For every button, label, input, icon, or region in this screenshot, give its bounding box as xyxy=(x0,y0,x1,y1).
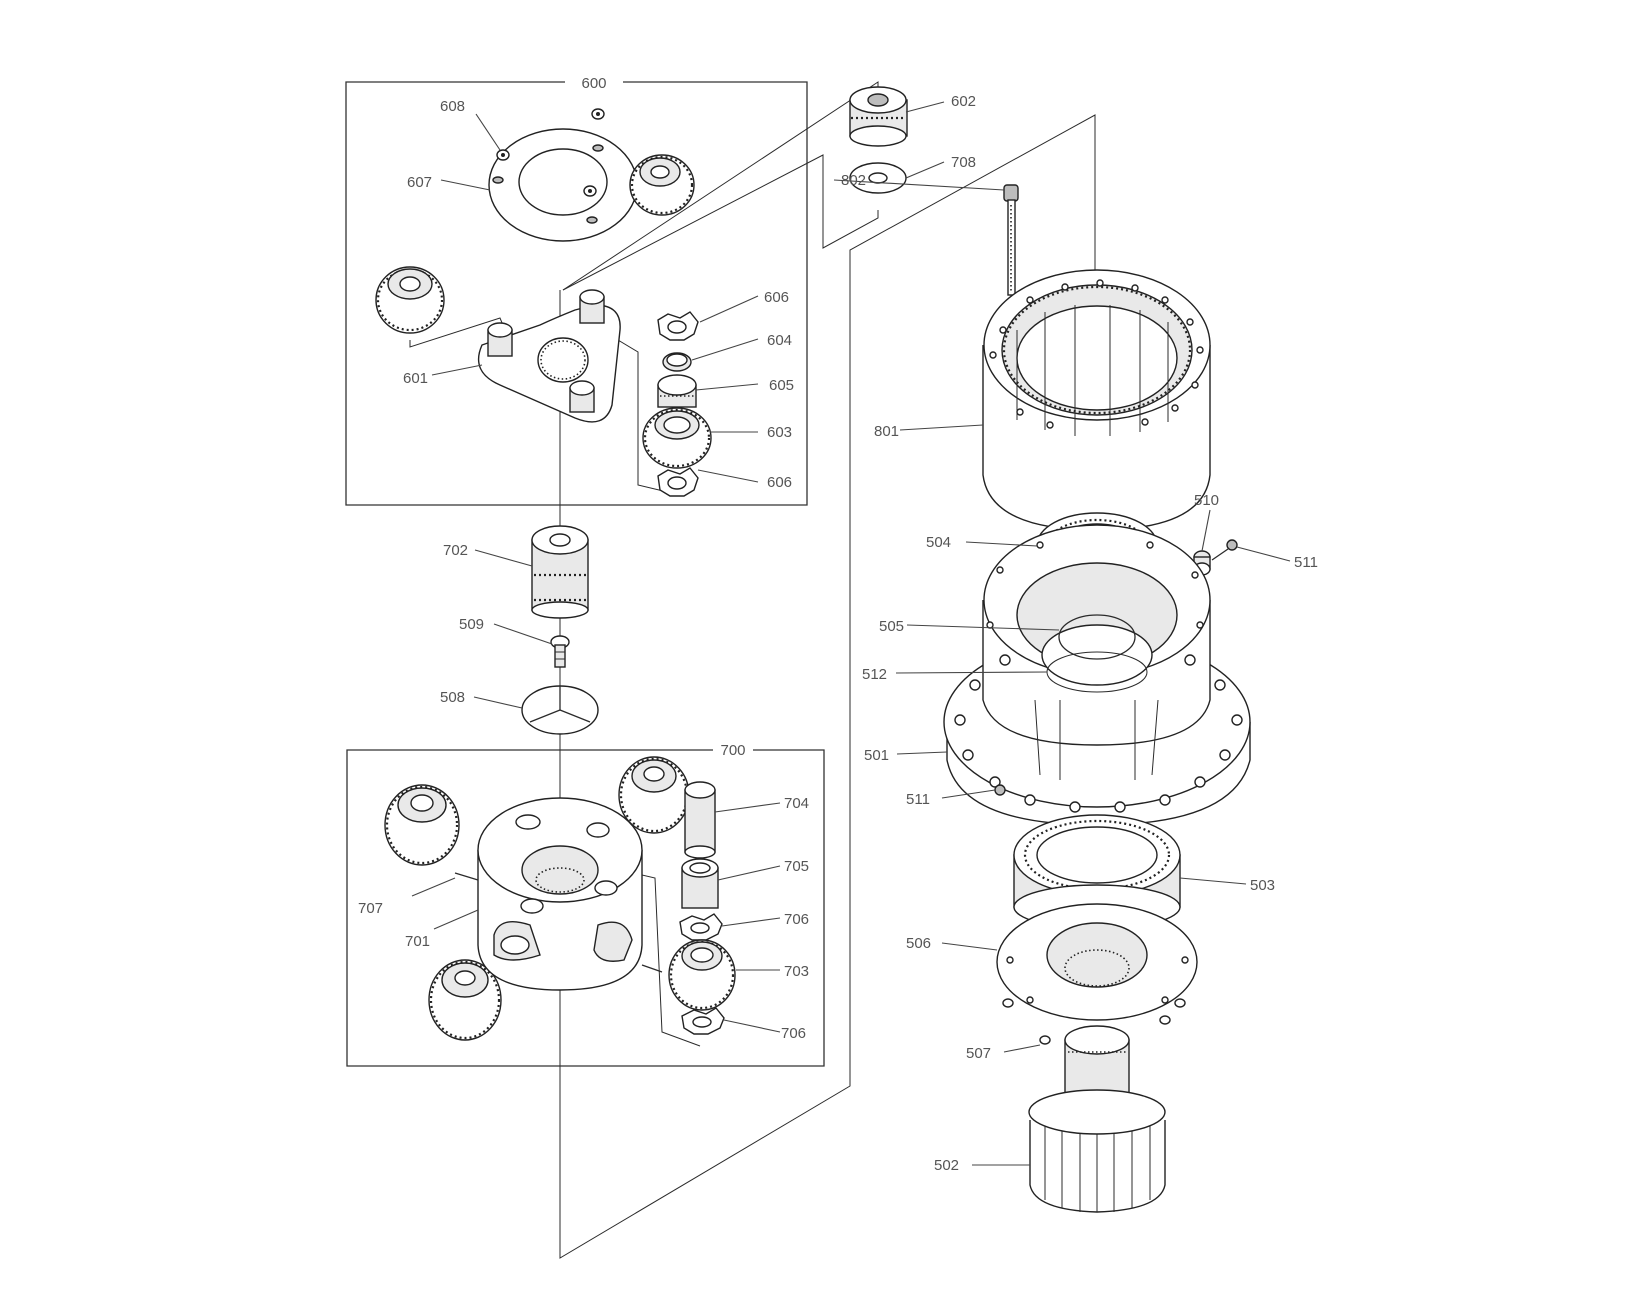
part-604-ring xyxy=(662,352,692,372)
part-gear-700-bottom xyxy=(428,959,502,1041)
label-505: 505 xyxy=(879,618,904,635)
part-602-sun-gear xyxy=(849,86,908,147)
part-801-ring-gear-housing xyxy=(982,269,1211,531)
part-506-cover-plate xyxy=(996,903,1198,1021)
part-507-screws xyxy=(1002,998,1186,1045)
part-603-planet-gear xyxy=(642,407,712,469)
part-702-sun-gear xyxy=(531,525,589,619)
part-gear-top-planet xyxy=(629,154,695,216)
part-508-thrust-plate xyxy=(521,685,599,735)
part-605-needle-bearing xyxy=(657,374,697,408)
label-702: 702 xyxy=(443,542,468,559)
label-511-side: 511 xyxy=(906,791,930,808)
part-502-pinion-shaft xyxy=(1028,1025,1166,1213)
label-509: 509 xyxy=(459,616,484,633)
label-802: 802 xyxy=(841,172,866,189)
label-606-lower: 606 xyxy=(767,474,792,491)
part-706-upper-washer xyxy=(679,913,723,941)
part-gear-left-planet xyxy=(375,266,445,334)
label-708: 708 xyxy=(951,154,976,171)
label-801: 801 xyxy=(874,423,899,440)
part-708-washer xyxy=(849,162,907,194)
label-703: 703 xyxy=(784,963,809,980)
label-511-top: 511 xyxy=(1294,554,1318,571)
part-511-fitting-side xyxy=(994,784,1006,796)
label-512: 512 xyxy=(862,666,887,683)
label-706-lower: 706 xyxy=(781,1025,806,1042)
label-506: 506 xyxy=(906,935,931,952)
part-601-carrier xyxy=(477,289,621,423)
part-labels: 608 607 601 602 708 606 604 605 603 606 … xyxy=(358,93,1318,1174)
label-501: 501 xyxy=(864,747,889,764)
label-508: 508 xyxy=(440,689,465,706)
part-701-carrier xyxy=(477,797,643,991)
label-601: 601 xyxy=(403,370,428,387)
label-705: 705 xyxy=(784,858,809,875)
part-706-lower-washer xyxy=(681,1007,725,1035)
part-gear-700-left xyxy=(384,784,460,866)
label-605: 605 xyxy=(769,377,794,394)
part-705-bushing xyxy=(681,858,719,909)
part-707-pin xyxy=(454,872,479,881)
part-703-planet-gear xyxy=(668,939,736,1011)
leader-lines xyxy=(411,101,1291,1166)
label-502: 502 xyxy=(934,1157,959,1174)
label-706-upper: 706 xyxy=(784,911,809,928)
label-602: 602 xyxy=(951,93,976,110)
group-600-box: 600 xyxy=(345,72,808,506)
label-503: 503 xyxy=(1250,877,1275,894)
label-group-600: 600 xyxy=(581,75,606,92)
part-511-fitting-top xyxy=(1211,539,1238,561)
part-pin-right xyxy=(641,964,663,973)
label-704: 704 xyxy=(784,795,809,812)
label-606-upper: 606 xyxy=(764,289,789,306)
part-607-plate xyxy=(488,128,638,242)
part-608-screws xyxy=(496,108,605,197)
part-509-bolt xyxy=(550,635,570,668)
part-704-shaft xyxy=(684,781,716,859)
label-group-700: 700 xyxy=(720,742,745,759)
label-507: 507 xyxy=(966,1045,991,1062)
part-505-oring xyxy=(1058,614,1136,660)
label-510: 510 xyxy=(1194,492,1219,509)
label-707: 707 xyxy=(358,900,383,917)
part-606-upper-washer xyxy=(657,311,699,341)
label-701: 701 xyxy=(405,933,430,950)
group-700-box: 700 xyxy=(346,742,825,1067)
part-802-bolt xyxy=(1003,184,1019,296)
part-501-housing xyxy=(943,524,1251,826)
label-604: 604 xyxy=(767,332,792,349)
part-606-lower-washer xyxy=(657,467,699,497)
label-603: 603 xyxy=(767,424,792,441)
label-504: 504 xyxy=(926,534,951,551)
label-608: 608 xyxy=(440,98,465,115)
label-607: 607 xyxy=(407,174,432,191)
